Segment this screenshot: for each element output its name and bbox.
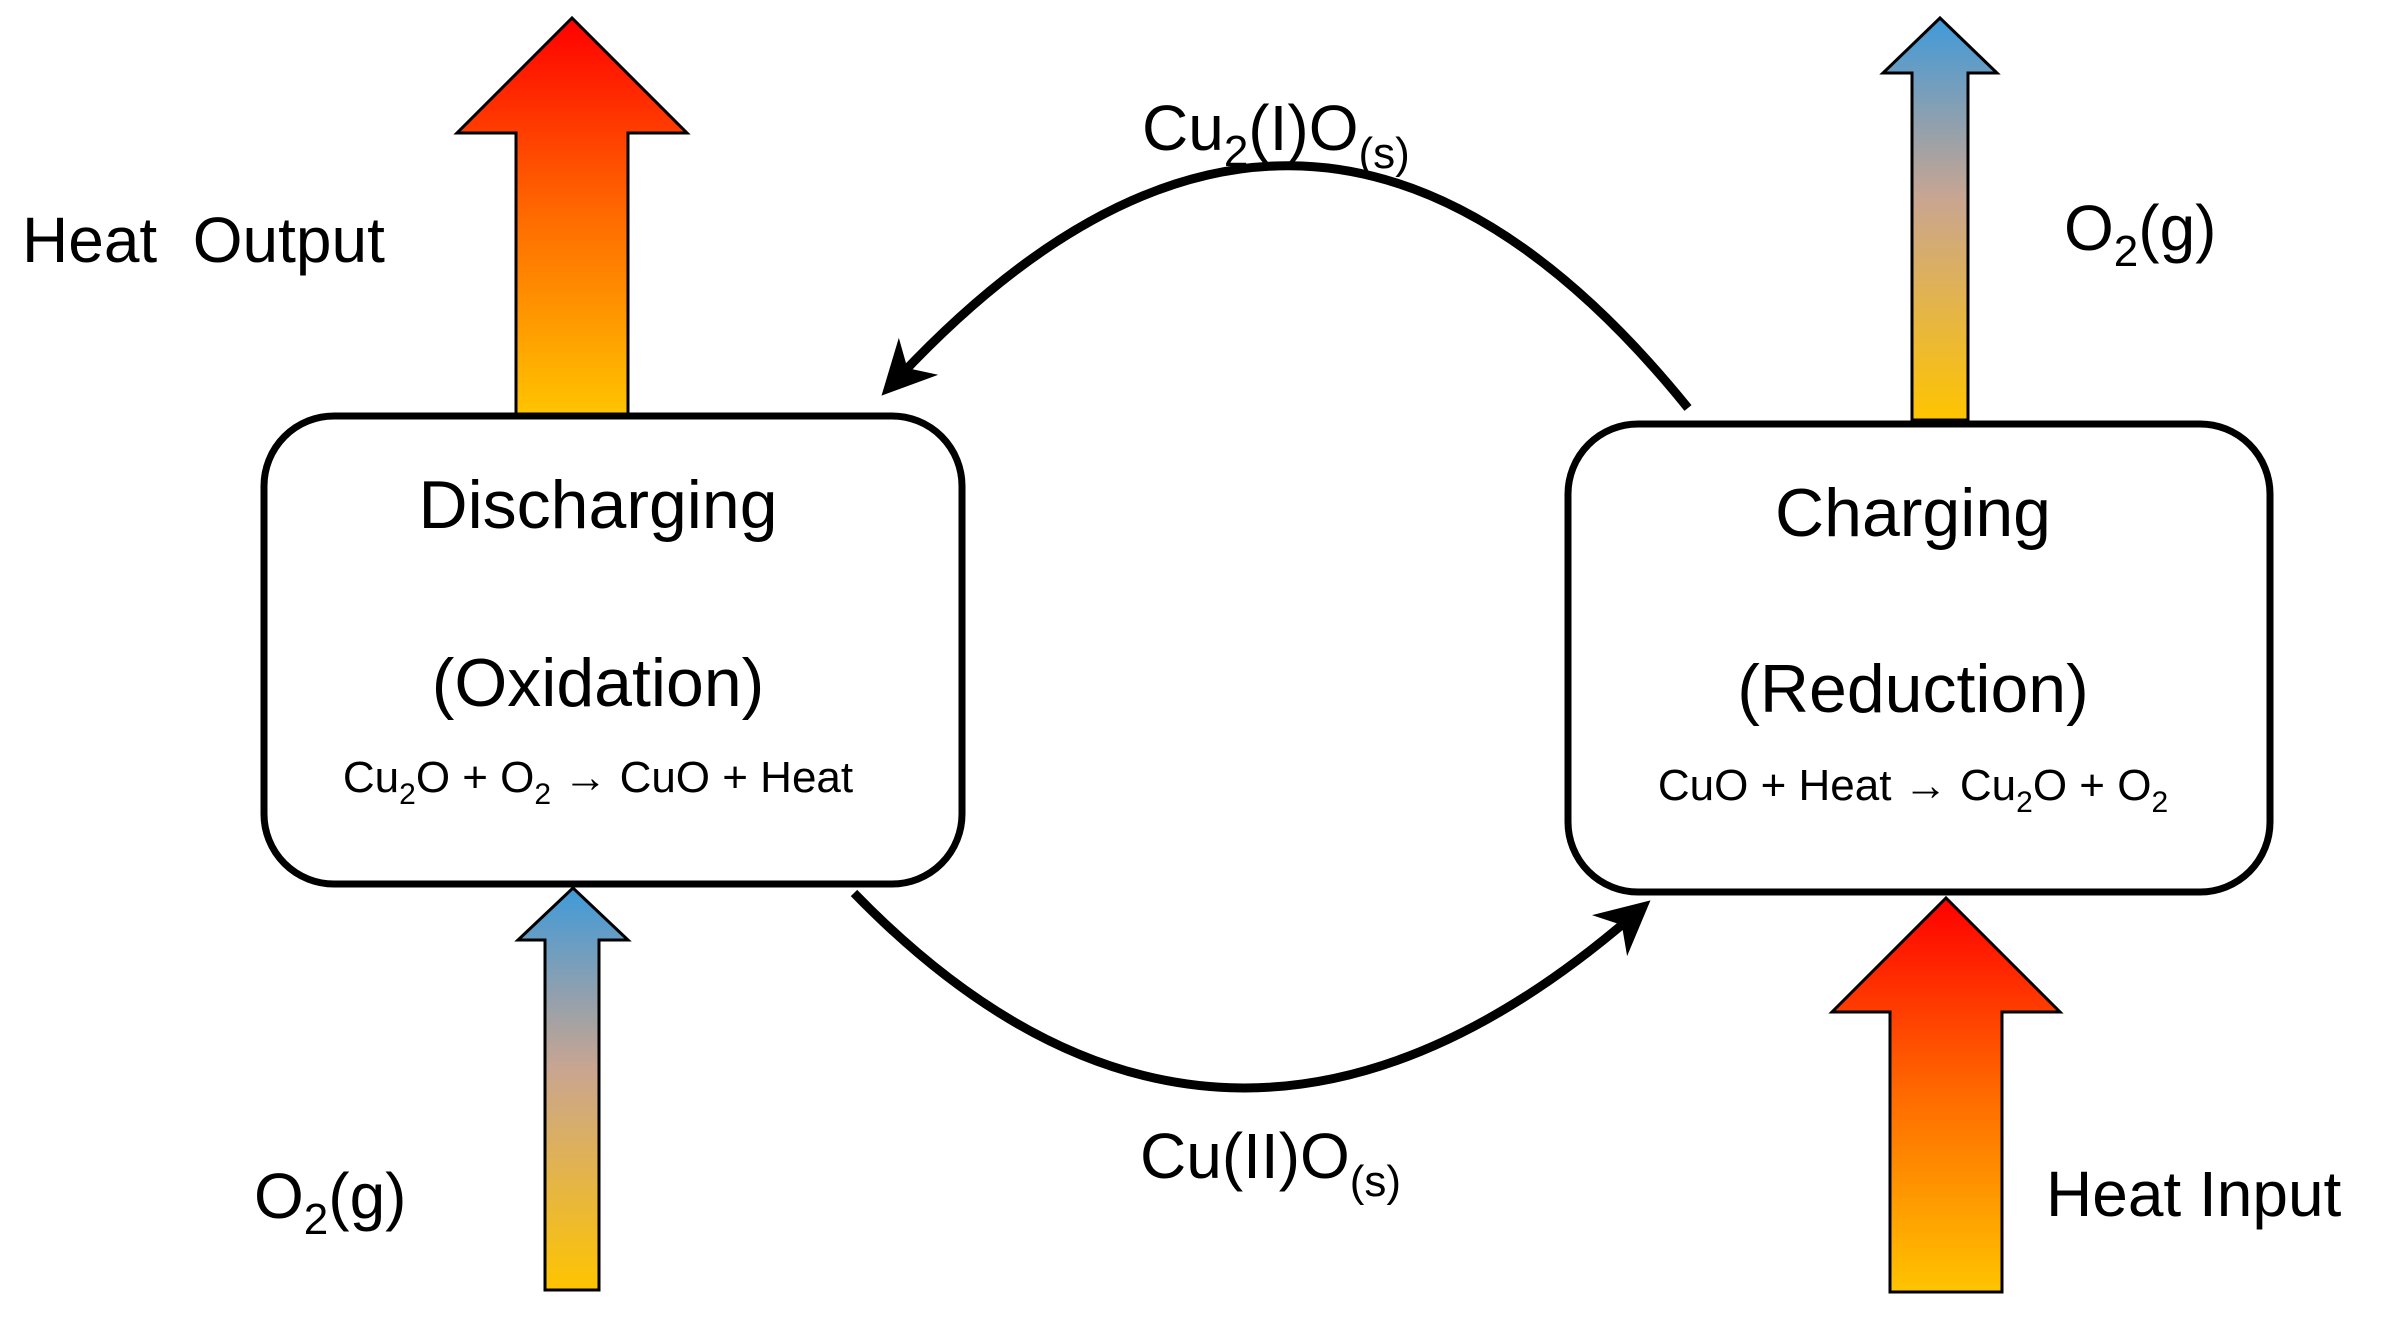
discharging-equation: Cu2O + O2 → CuO + Heat (343, 753, 853, 811)
discharging-box (260, 412, 966, 888)
cuo-flow-label: Cu(II)O(s) (1140, 1120, 1401, 1206)
charging-subtitle: (Reduction) (1737, 651, 2089, 727)
cu2o-cycle-arrow (881, 161, 1692, 411)
o2-input-arrow (514, 885, 632, 1292)
o2-in-label: O2(g) (254, 1160, 406, 1244)
charging-equation: CuO + Heat → Cu2O + O2 (1658, 761, 2168, 819)
o2-out-label: O2(g) (2064, 192, 2216, 276)
charging-box (1564, 420, 2274, 896)
o2-output-arrow (1879, 15, 2001, 422)
cuo-cycle-arrow (850, 889, 1651, 1093)
discharging-subtitle: (Oxidation) (432, 645, 765, 721)
cu2o-flow-label: Cu2(I)O(s) (1142, 92, 1410, 178)
heat-input-arrow (1828, 895, 2064, 1294)
heat-output-arrow (453, 15, 691, 416)
charging-title: Charging (1775, 475, 2051, 551)
reaction-arrow-icon: → (563, 753, 607, 802)
reaction-arrow-icon: → (1904, 761, 1948, 810)
discharging-title: Discharging (418, 467, 777, 543)
heat-output-label: Heat Output (22, 204, 385, 276)
heat-input-label: Heat Input (2046, 1158, 2342, 1230)
